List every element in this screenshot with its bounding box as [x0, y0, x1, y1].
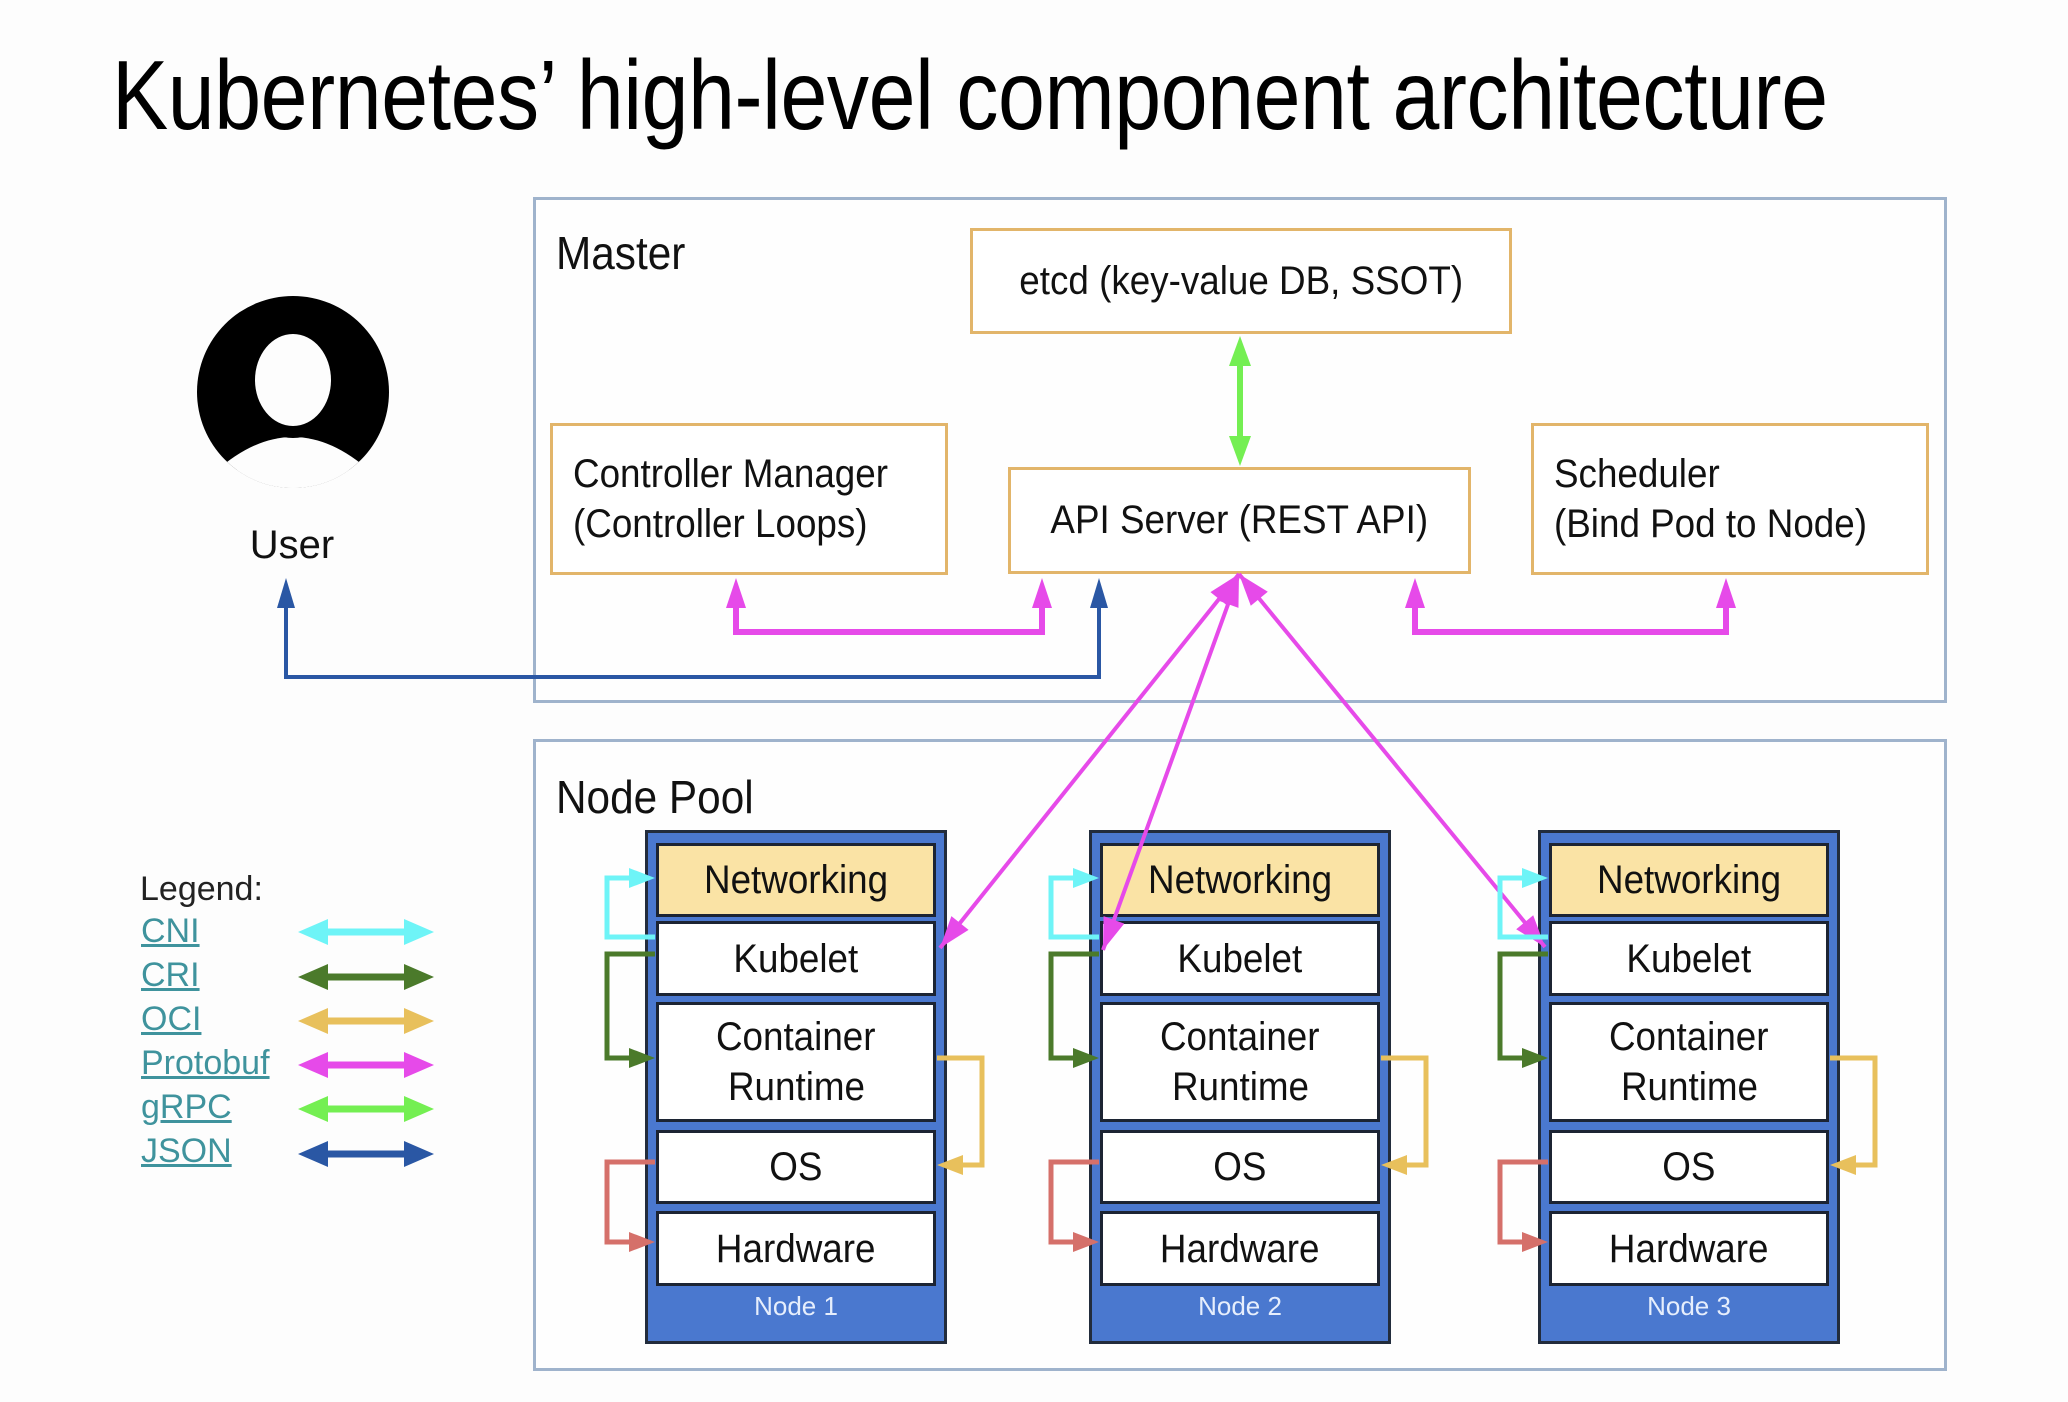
hardware-layer: Hardware: [1100, 1211, 1380, 1286]
legend-link-cni[interactable]: CNI: [141, 912, 200, 950]
scheduler-label: Scheduler: [1554, 452, 1720, 496]
api-server-box[interactable]: API Server (REST API): [1008, 467, 1471, 574]
controller-manager-box[interactable]: Controller Manager (Controller Loops): [550, 423, 948, 575]
legend-link-json[interactable]: JSON: [141, 1132, 232, 1170]
legend-arrowhead-left: [298, 1052, 328, 1078]
legend-arrowhead-right: [404, 1096, 434, 1122]
legend-arrowhead-right: [404, 1008, 434, 1034]
scheduler-sublabel: (Bind Pod to Node): [1554, 502, 1867, 546]
kubelet-layer: Kubelet: [656, 921, 936, 996]
networking-layer: Networking: [1100, 843, 1380, 917]
networking-layer: Networking: [1549, 843, 1829, 917]
user-avatar-icon: [197, 296, 389, 488]
etcd-label: etcd (key-value DB, SSOT): [1019, 258, 1463, 303]
json-arrowhead: [277, 578, 295, 608]
legend-link-protobuf[interactable]: Protobuf: [141, 1044, 270, 1082]
legend-arrowhead-left: [298, 919, 328, 945]
controller-manager-label: Controller Manager: [573, 452, 888, 496]
hardware-layer: Hardware: [1549, 1211, 1829, 1286]
user-label: User: [249, 523, 335, 567]
legend-arrowhead-left: [298, 1096, 328, 1122]
legend-arrowhead-right: [404, 964, 434, 990]
page-title: Kubernetes’ high-level component archite…: [112, 40, 1828, 150]
kubelet-layer: Kubelet: [1549, 921, 1829, 996]
hardware-layer: Hardware: [656, 1211, 936, 1286]
scheduler-box[interactable]: Scheduler (Bind Pod to Node): [1531, 423, 1929, 575]
legend-link-cri[interactable]: CRI: [141, 956, 200, 994]
legend-link-oci[interactable]: OCI: [141, 1000, 202, 1038]
node-label: Node 1: [754, 1291, 838, 1321]
legend-title: Legend:: [140, 870, 263, 908]
controller-manager-sublabel: (Controller Loops): [573, 502, 868, 546]
os-layer: OS: [1549, 1130, 1829, 1204]
os-layer: OS: [656, 1130, 936, 1204]
legend-arrowhead-left: [298, 964, 328, 990]
etcd-box[interactable]: etcd (key-value DB, SSOT): [970, 228, 1512, 334]
node-label: Node 3: [1647, 1291, 1731, 1321]
api-server-label: API Server (REST API): [1050, 498, 1429, 542]
legend-arrowhead-right: [404, 1141, 434, 1167]
legend-arrowhead-left: [298, 1141, 328, 1167]
legend-arrowhead-left: [298, 1008, 328, 1034]
legend-arrowhead-right: [404, 919, 434, 945]
user-actor: [195, 294, 391, 490]
os-layer: OS: [1100, 1130, 1380, 1204]
networking-layer: Networking: [656, 843, 936, 917]
legend-link-grpc[interactable]: gRPC: [141, 1088, 232, 1126]
node-label: Node 2: [1198, 1291, 1282, 1321]
master-label: Master: [556, 227, 686, 279]
legend-arrowhead-right: [404, 1052, 434, 1078]
node-pool-label: Node Pool: [556, 771, 754, 823]
kubelet-layer: Kubelet: [1100, 921, 1380, 996]
